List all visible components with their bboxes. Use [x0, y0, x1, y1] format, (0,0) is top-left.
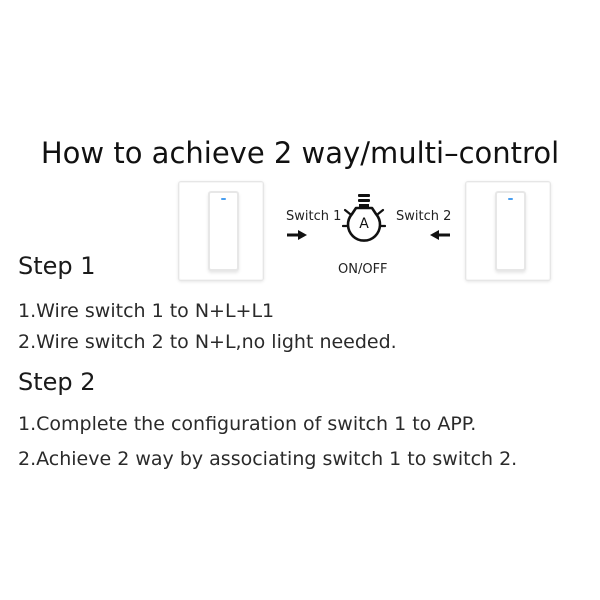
bulb-glyph: A [359, 216, 369, 232]
step-2-line-2: 2.Achieve 2 way by associating switch 1 … [18, 448, 518, 470]
switch-2-rocker [495, 191, 526, 271]
step-2-line-1: 1.Complete the configuration of switch 1… [18, 413, 477, 435]
arrow-left-icon [430, 230, 450, 240]
step-1-line-2: 2.Wire switch 2 to N+L,no light needed. [18, 331, 397, 353]
step-1-heading: Step 1 [18, 252, 96, 280]
switch-1-led-indicator [221, 198, 226, 200]
switch-1-panel [178, 181, 264, 281]
page-title: How to achieve 2 way/multi–control [40, 136, 560, 170]
step-1-line-1: 1.Wire switch 1 to N+L+L1 [18, 300, 275, 322]
arrow-right-icon [287, 230, 307, 240]
switch-1-rocker [208, 191, 239, 271]
switch-2-panel [465, 181, 551, 281]
switch-2-label: Switch 2 [396, 209, 452, 224]
switch-2-led-indicator [508, 198, 513, 200]
on-off-label: ON/OFF [338, 262, 388, 277]
step-2-heading: Step 2 [18, 368, 96, 396]
switch-1-label: Switch 1 [286, 209, 342, 224]
light-bulb-icon [342, 194, 386, 242]
